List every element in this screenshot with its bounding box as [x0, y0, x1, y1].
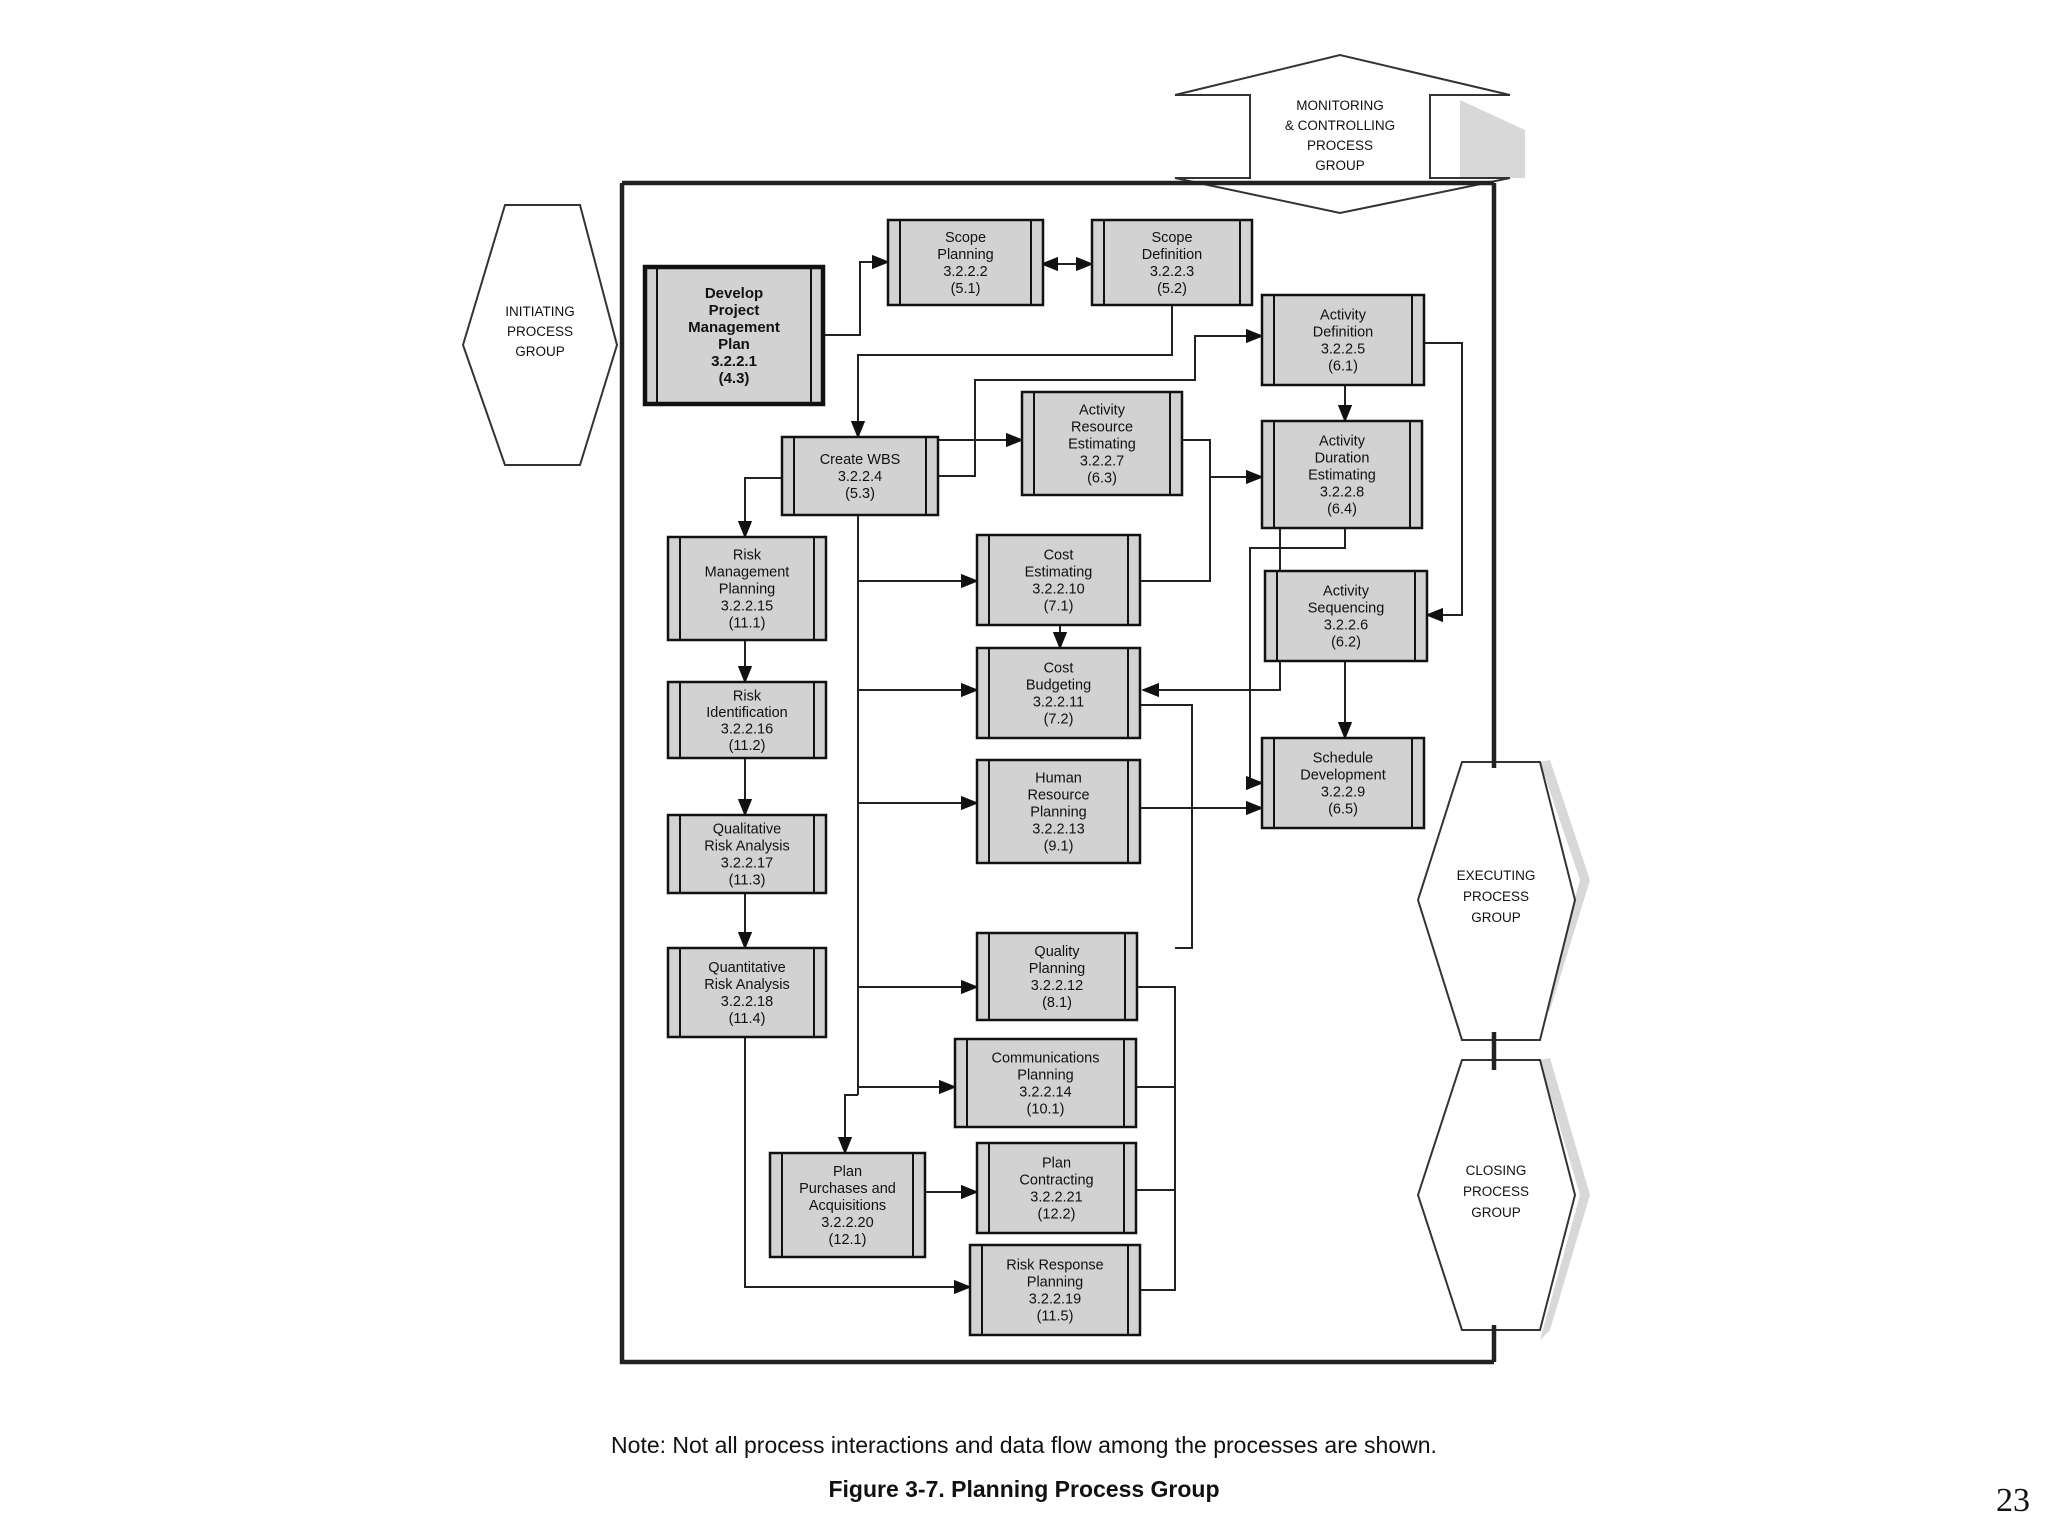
diagram-note: Note: Not all process interactions and d…	[611, 1432, 1437, 1458]
planning-group-frame	[619, 180, 1497, 1365]
page-number: 23	[1996, 1482, 2030, 1519]
figure-caption: Figure 3-7. Planning Process Group	[828, 1476, 1220, 1502]
connectors	[737, 254, 1463, 1295]
